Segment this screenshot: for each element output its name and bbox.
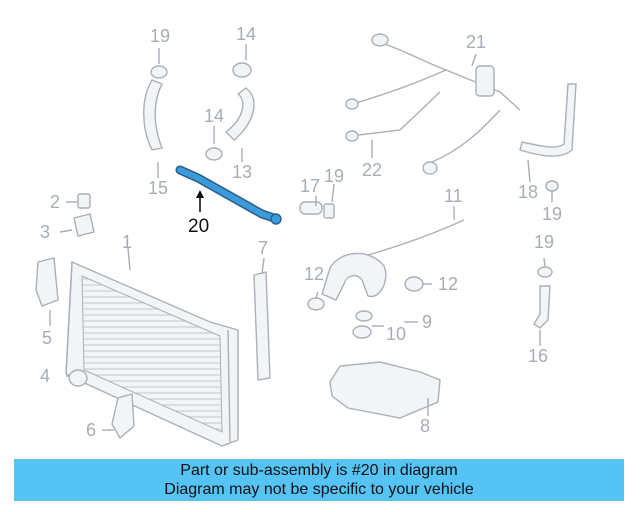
clamp-part-12b [404, 276, 424, 292]
callout-5: 5 [42, 328, 52, 348]
hose-part-12-lower [321, 252, 387, 301]
callout-19: 19 [534, 232, 554, 252]
banner-line-2: Diagram may not be specific to your vehi… [164, 481, 474, 498]
info-banner: Part or sub-assembly is #20 in diagram D… [14, 459, 624, 501]
clamp-part-12 [307, 297, 325, 311]
callout-4: 4 [40, 366, 50, 386]
callout-20-arrowhead [196, 190, 204, 198]
small-parts-left [35, 193, 135, 440]
small-hose-17 [299, 201, 335, 219]
radiator-part [65, 260, 239, 447]
callout-3: 3 [40, 222, 50, 242]
callout-18: 18 [518, 182, 538, 202]
hose-part-11 [349, 219, 465, 261]
callout-11: 11 [444, 186, 463, 206]
callout-19: 19 [542, 204, 562, 224]
upper-hoses [143, 62, 255, 161]
callout-10: 10 [386, 324, 406, 344]
callout-14: 14 [204, 106, 224, 126]
hose-part-16 [533, 285, 551, 329]
callout-7: 7 [258, 238, 268, 258]
callout-14: 14 [236, 24, 256, 44]
callout-15: 15 [148, 178, 168, 198]
callout-6: 6 [86, 420, 96, 440]
callout-16: 16 [528, 346, 548, 366]
expansion-tank-part-8 [329, 361, 441, 419]
callout-19: 19 [324, 166, 344, 186]
callout-12: 12 [438, 274, 458, 294]
clamp-part-19 [537, 266, 553, 278]
callout-9: 9 [422, 312, 432, 332]
callout-13: 13 [232, 162, 252, 182]
pipe-assembly-21-22 [345, 33, 521, 175]
callout-1: 1 [122, 232, 132, 252]
callout-22: 22 [362, 160, 382, 180]
callout-2: 2 [50, 192, 60, 212]
coolant-pipe-part-20 [175, 165, 282, 225]
banner-line-1: Part or sub-assembly is #20 in diagram [180, 462, 458, 479]
parts-diagram: 19 14 14 13 15 2 3 1 5 4 6 7 12 12 9 10 … [35, 24, 577, 447]
leader-lines [49, 44, 553, 431]
callout-21: 21 [466, 32, 486, 52]
clamp-part-19b [545, 180, 559, 192]
parts-9-10 [352, 310, 373, 339]
callout-17: 17 [300, 176, 320, 196]
callout-20: 20 [188, 216, 209, 237]
callout-19: 19 [150, 26, 170, 46]
callout-12: 12 [304, 264, 324, 284]
hose-part-18 [519, 83, 577, 157]
bracket-part [253, 271, 271, 381]
callout-8: 8 [420, 416, 430, 436]
